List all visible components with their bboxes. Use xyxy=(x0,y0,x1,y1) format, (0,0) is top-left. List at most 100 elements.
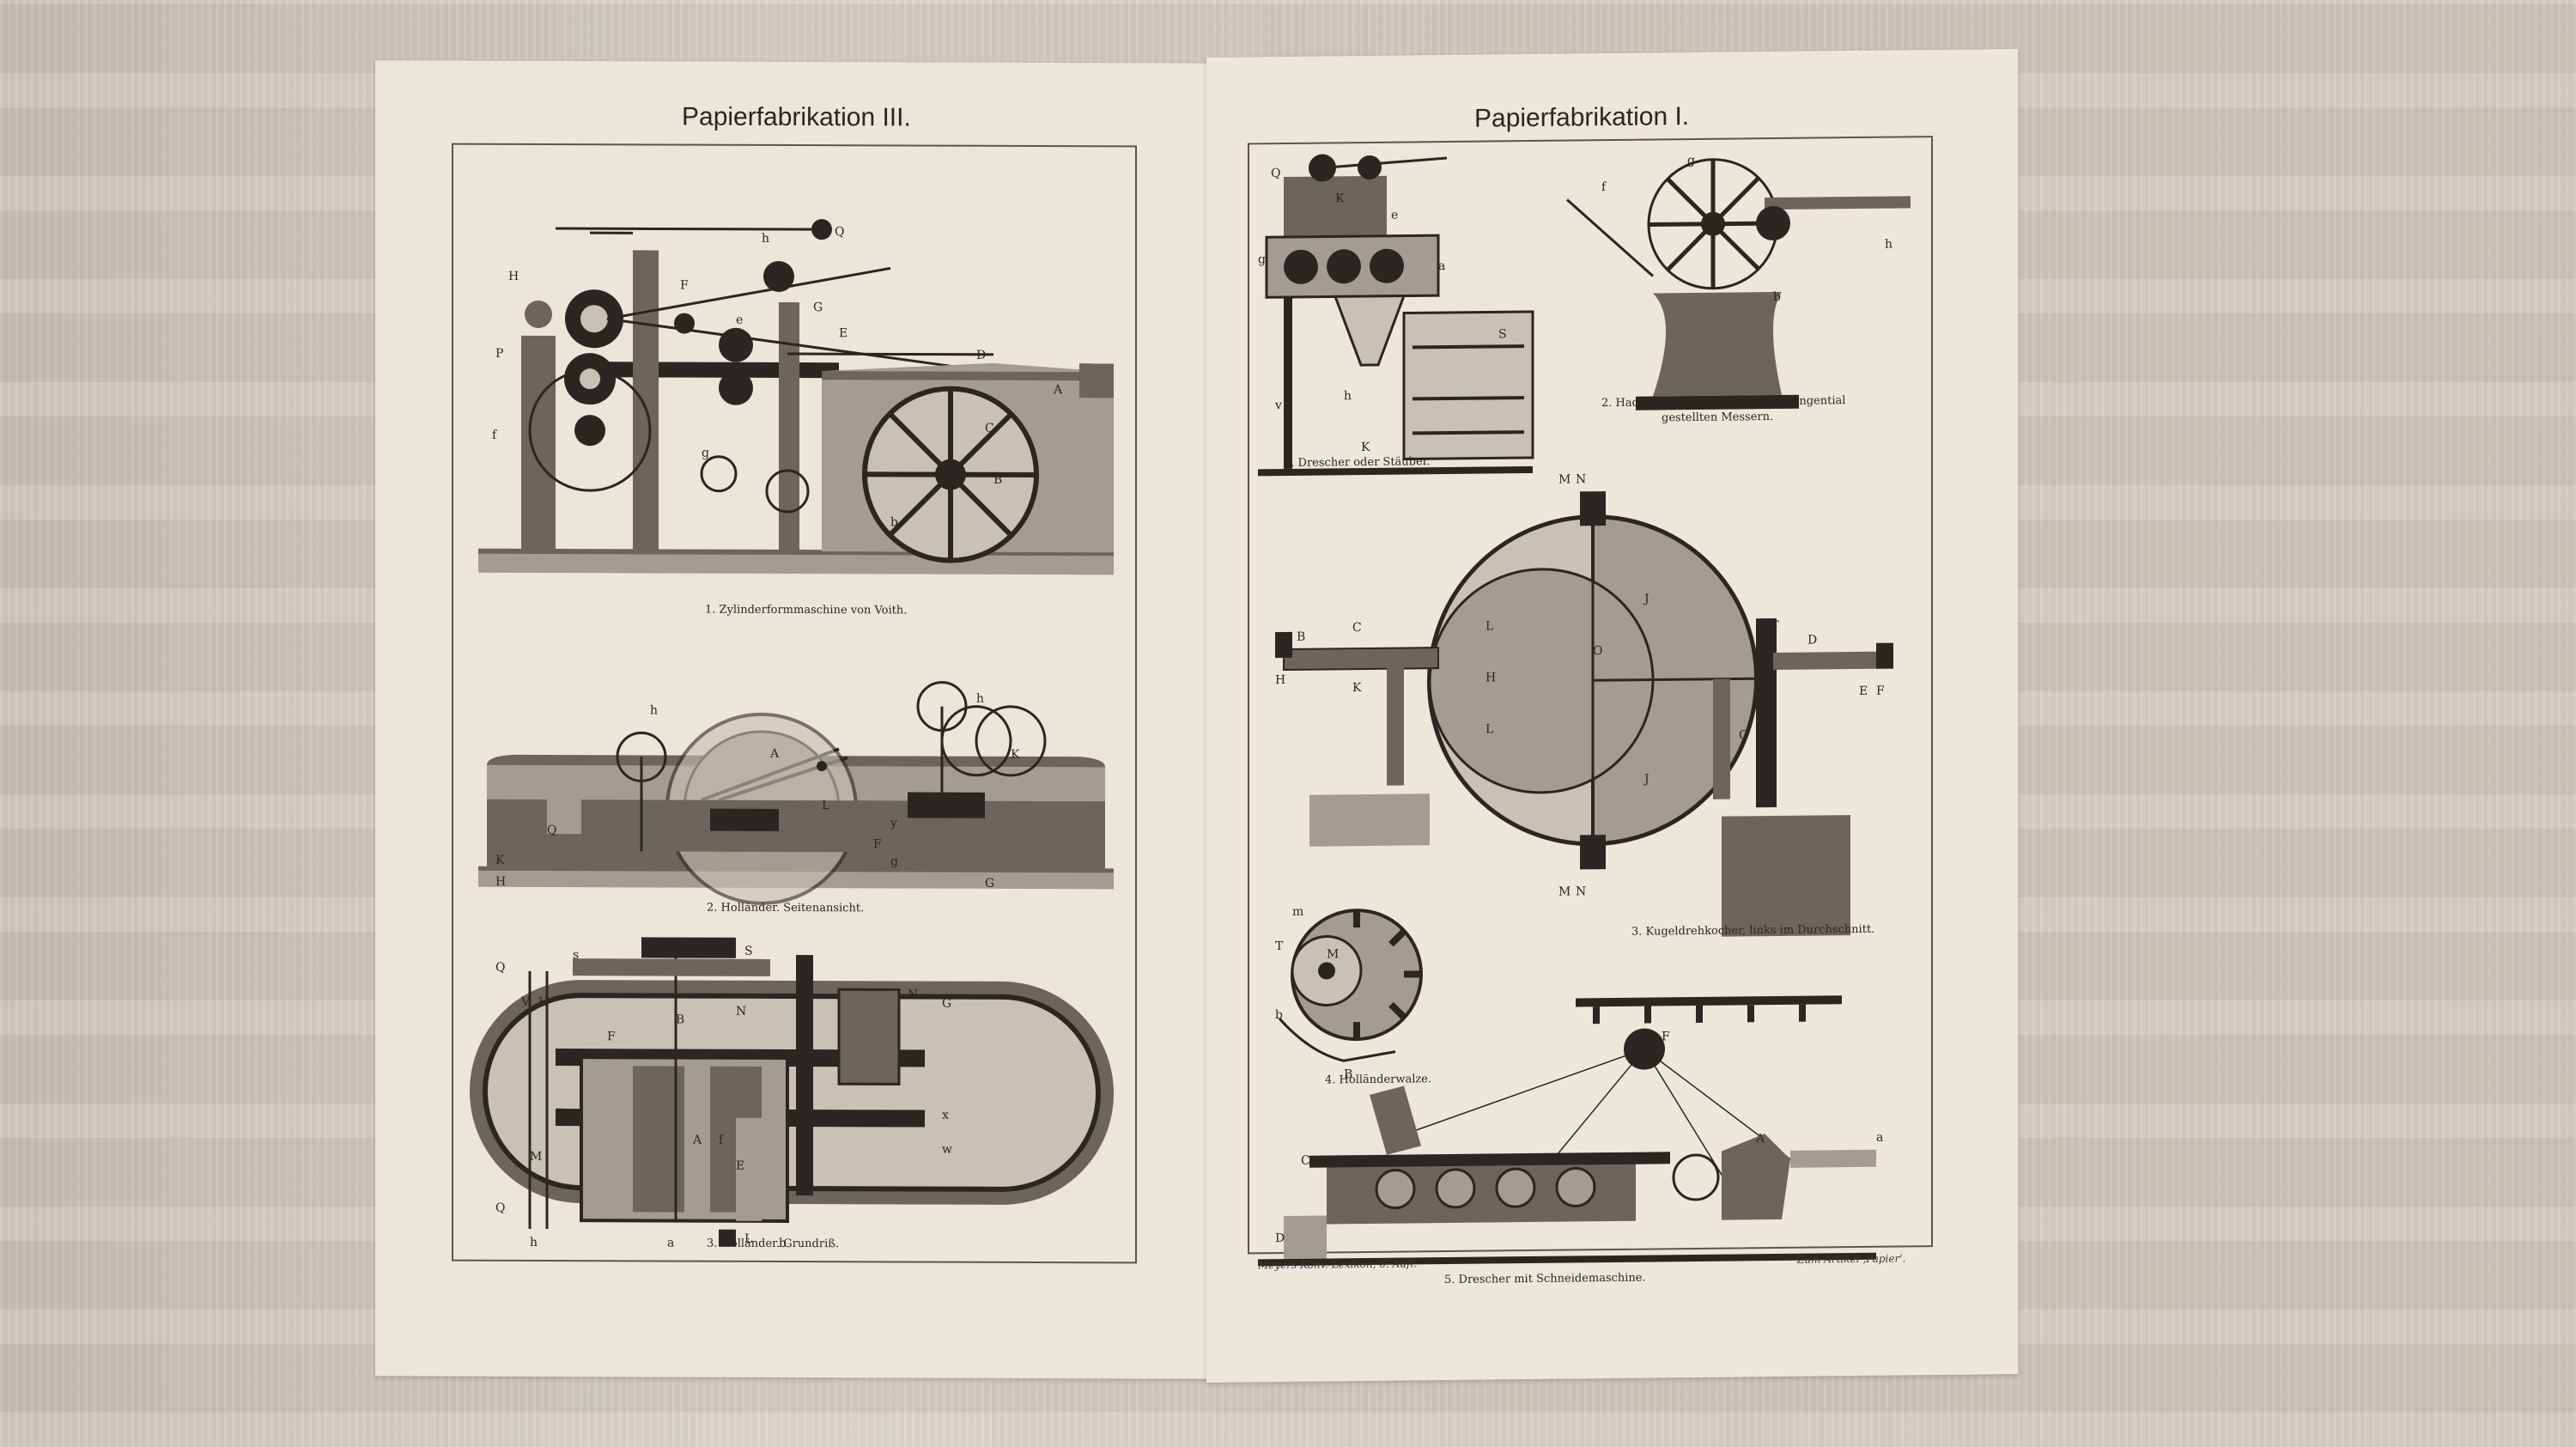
svg-text:G: G xyxy=(942,997,951,1011)
svg-text:e: e xyxy=(736,313,743,327)
svg-text:C: C xyxy=(985,422,994,435)
svg-text:g: g xyxy=(1258,252,1266,266)
svg-text:N: N xyxy=(1576,472,1586,486)
svg-text:a: a xyxy=(1438,259,1445,273)
svg-text:K: K xyxy=(1361,441,1370,454)
svg-text:Q: Q xyxy=(495,961,505,975)
left-fig1-caption: 1. Zylinderformmaschine von Voith. xyxy=(705,603,908,617)
thresher-duster-illustration: Q K e g a S h K v xyxy=(1258,154,1534,477)
svg-text:C: C xyxy=(1301,1154,1310,1168)
svg-text:K: K xyxy=(1352,681,1362,695)
svg-text:M: M xyxy=(1558,473,1571,487)
svg-text:F: F xyxy=(607,1030,616,1043)
hollander-plan-view-illustration: Q s S V H F F B N A f N G x w M E e Q h … xyxy=(470,937,1114,1250)
svg-text:a: a xyxy=(1876,1131,1883,1145)
svg-text:v: v xyxy=(1274,398,1282,412)
svg-text:M: M xyxy=(1327,947,1339,961)
right-plate-title: Papierfabrikation I. xyxy=(1474,102,1690,133)
svg-text:G: G xyxy=(813,301,823,314)
svg-text:g: g xyxy=(702,447,709,460)
svg-text:H: H xyxy=(538,995,549,1009)
svg-text:y: y xyxy=(890,816,897,830)
svg-text:A: A xyxy=(1755,1132,1765,1146)
svg-text:M: M xyxy=(530,1150,542,1164)
svg-text:a: a xyxy=(667,1236,674,1249)
svg-text:r: r xyxy=(1773,617,1779,630)
svg-text:h: h xyxy=(530,1236,538,1249)
svg-text:Q: Q xyxy=(1271,167,1280,180)
rag-cutting-machine-illustration: g f h b xyxy=(1565,154,1911,410)
svg-text:b: b xyxy=(1275,1008,1283,1022)
svg-text:E: E xyxy=(736,1159,744,1173)
left-fig3-caption: 3. Holländer. Grundriß. xyxy=(707,1237,840,1251)
svg-text:D: D xyxy=(1275,1231,1285,1245)
svg-text:A: A xyxy=(692,1134,702,1147)
svg-text:S: S xyxy=(1498,327,1507,341)
right-plate-sheet: Papierfabrikation I. Q K e g a S h K v 1… xyxy=(1206,49,2018,1383)
svg-text:f: f xyxy=(1601,180,1607,194)
svg-text:b: b xyxy=(779,1237,787,1250)
svg-text:g: g xyxy=(1687,154,1695,167)
svg-text:L: L xyxy=(744,1232,752,1246)
svg-text:E: E xyxy=(1859,684,1868,698)
svg-text:A: A xyxy=(1053,383,1063,397)
svg-text:E: E xyxy=(839,326,848,340)
svg-text:K: K xyxy=(1011,748,1020,762)
svg-text:w: w xyxy=(942,1143,952,1157)
svg-text:h: h xyxy=(762,232,769,246)
right-fig5-caption: 5. Drescher mit Schneidemaschine. xyxy=(1444,1271,1646,1287)
svg-text:G: G xyxy=(985,877,994,891)
svg-text:e: e xyxy=(805,1185,811,1199)
svg-text:H: H xyxy=(1485,671,1496,684)
svg-text:D: D xyxy=(1807,634,1817,648)
svg-text:b: b xyxy=(890,515,898,529)
svg-text:b: b xyxy=(1773,290,1781,304)
svg-text:N: N xyxy=(736,1005,746,1018)
svg-text:e: e xyxy=(1391,209,1398,222)
svg-text:B: B xyxy=(676,1013,684,1027)
svg-text:x: x xyxy=(942,1109,949,1122)
cylinder-mould-machine-illustration: h Q H P F e G E D A f C B g b xyxy=(478,219,1114,575)
svg-text:Q: Q xyxy=(835,225,844,239)
right-fig2-caption-line2: gestellten Messern. xyxy=(1662,410,1774,425)
svg-text:K: K xyxy=(1335,192,1345,205)
svg-text:V: V xyxy=(520,995,531,1009)
svg-text:F: F xyxy=(873,837,882,851)
svg-text:L: L xyxy=(1485,722,1493,736)
svg-text:f: f xyxy=(492,429,498,442)
left-plate-title: Papierfabrikation III. xyxy=(682,102,911,132)
svg-text:h: h xyxy=(1885,238,1893,252)
svg-text:G: G xyxy=(1739,728,1748,742)
right-fig2-caption-line1: 2. Hadernschneidemaschine mit tangential xyxy=(1601,394,1846,410)
svg-text:F: F xyxy=(556,1107,564,1121)
svg-text:C: C xyxy=(1352,621,1362,635)
svg-text:H: H xyxy=(508,270,519,283)
hollander-side-view-illustration: K Q h A L y K h F g G H xyxy=(478,681,1114,905)
svg-text:B: B xyxy=(1344,1067,1352,1081)
svg-text:F: F xyxy=(1662,1030,1670,1043)
footer-publisher: Meyers Konv.-Lexikon, 6. Aufl. xyxy=(1258,1257,1417,1272)
svg-text:T: T xyxy=(1275,939,1284,953)
hollander-roll-illustration: m T M b xyxy=(1275,905,1423,1062)
svg-text:O: O xyxy=(1593,644,1602,658)
thresher-with-cutting-machine-illustration: B F C D A a xyxy=(1258,995,1883,1267)
svg-text:h: h xyxy=(1344,389,1352,403)
svg-text:D: D xyxy=(976,349,986,362)
svg-text:m: m xyxy=(1292,905,1303,919)
svg-text:M: M xyxy=(1558,885,1571,899)
svg-text:g: g xyxy=(890,854,898,868)
svg-text:Q: Q xyxy=(547,824,556,837)
right-fig3-caption: 3. Kugeldrehkocher, links im Durchschnit… xyxy=(1631,922,1875,939)
svg-text:A: A xyxy=(769,747,780,761)
svg-text:L: L xyxy=(1485,619,1493,633)
svg-text:K: K xyxy=(495,854,505,867)
svg-text:f: f xyxy=(719,1134,725,1147)
svg-text:H: H xyxy=(1275,673,1285,687)
svg-text:h: h xyxy=(976,692,984,706)
left-fig2-caption: 2. Holländer. Seitenansicht. xyxy=(707,901,865,915)
svg-text:s: s xyxy=(573,948,579,962)
left-plate-sheet: Papierfabrikation III. xyxy=(375,60,1206,1379)
svg-text:B: B xyxy=(1297,630,1305,644)
svg-text:N: N xyxy=(908,988,918,1001)
